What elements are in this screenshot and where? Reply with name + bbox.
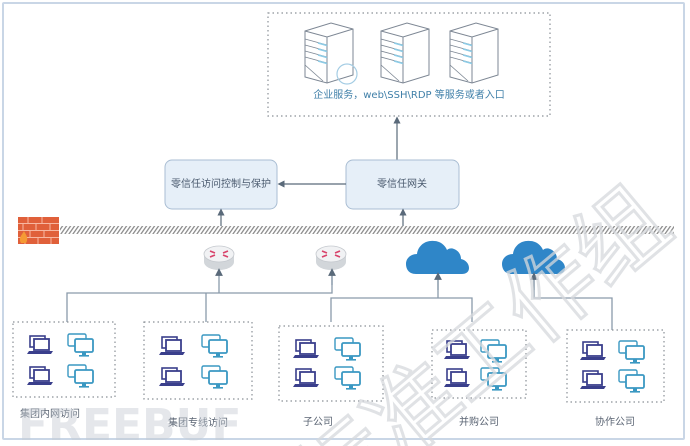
server-icon bbox=[449, 22, 499, 84]
monitor-icon bbox=[67, 333, 94, 358]
laptop-icon bbox=[26, 366, 54, 386]
monitor-icon bbox=[618, 340, 645, 365]
server-zone: 企业服务，web\SSH\RDP 等服务或者入口 bbox=[267, 12, 551, 117]
network-boundary bbox=[60, 226, 674, 234]
laptop-icon bbox=[292, 339, 320, 359]
router-icon bbox=[203, 245, 235, 271]
cloud-icon bbox=[406, 240, 469, 274]
access-control-label: 零信任访问控制与保护 bbox=[171, 177, 271, 190]
monitor-icon bbox=[334, 366, 361, 391]
laptop-icon bbox=[158, 336, 186, 356]
monitor-icon bbox=[67, 364, 94, 389]
monitor-icon bbox=[201, 365, 228, 390]
server-icon bbox=[304, 22, 354, 84]
server-icon bbox=[380, 22, 430, 84]
monitor-icon bbox=[334, 337, 361, 362]
freebuf-watermark: FREEBUF bbox=[18, 400, 241, 446]
zero-trust-gateway: 零信任网关 bbox=[345, 159, 460, 210]
group-label: 子公司 bbox=[303, 416, 333, 428]
group-label: 协作公司 bbox=[595, 415, 635, 428]
group-partner-company: 协作公司 bbox=[566, 329, 665, 428]
router-icon bbox=[315, 245, 347, 271]
group-label: 集团内网访问 bbox=[20, 407, 80, 420]
zero-trust-access-control: 零信任访问控制与保护 bbox=[164, 159, 278, 210]
monitor-icon bbox=[201, 334, 228, 359]
monitor-icon bbox=[618, 369, 645, 394]
laptop-icon bbox=[26, 335, 54, 355]
zoom-circle-icon bbox=[336, 63, 358, 85]
server-zone-border bbox=[267, 12, 551, 117]
laptop-icon bbox=[579, 370, 607, 390]
group-label: 并购公司 bbox=[459, 415, 499, 428]
server-zone-label: 企业服务，web\SSH\RDP 等服务或者入口 bbox=[313, 88, 505, 101]
laptop-icon bbox=[579, 341, 607, 361]
watermark-text: 标准工作组 bbox=[277, 167, 689, 446]
laptop-icon bbox=[158, 367, 186, 387]
group-label: 集团专线访问 bbox=[168, 416, 228, 429]
laptop-icon bbox=[292, 368, 320, 388]
group-leased-line-access: 集团专线访问 bbox=[143, 321, 253, 429]
group-intranet-access: 集团内网访问 bbox=[12, 321, 116, 420]
gateway-label: 零信任网关 bbox=[377, 177, 427, 190]
group-subsidiary: 子公司 bbox=[278, 325, 384, 428]
firewall-icon bbox=[18, 217, 59, 244]
group-acquired-company: 并购公司 bbox=[431, 329, 527, 428]
